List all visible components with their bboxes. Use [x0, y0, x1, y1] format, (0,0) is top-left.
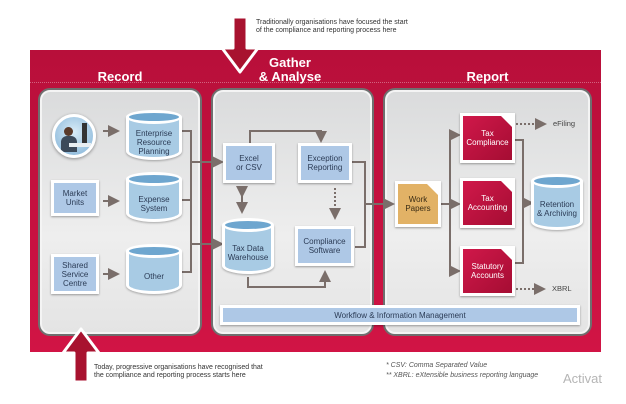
column-header-record: Record: [97, 69, 143, 84]
column-header-report: Report: [466, 69, 509, 84]
other-database: Other: [126, 244, 182, 294]
top-note-line2: of the compliance and reporting process …: [256, 27, 397, 34]
activation-watermark: Activat: [563, 371, 603, 386]
footnote-xbrl: ** XBRL: eXtensible business reporting l…: [386, 372, 539, 379]
xbrl-label: XBRL: [552, 284, 572, 293]
bottom-note-line1: Today, progressive organisations have re…: [94, 364, 263, 371]
gather-panel: [211, 88, 374, 336]
person-at-computer-icon: [52, 114, 96, 158]
gather-line2: & Analyse: [258, 69, 322, 84]
band-divider: [30, 82, 601, 84]
up-arrow-icon: [61, 327, 101, 384]
bottom-note-line2: the compliance and reporting process sta…: [94, 372, 246, 379]
retention-archiving-database: Retention& Archiving: [531, 174, 583, 230]
footnotes: * CSV: Comma Separated Value ** XBRL: eX…: [386, 361, 538, 381]
bottom-note: Today, progressive organisations have re…: [94, 364, 263, 380]
top-note-line1: Traditionally organisations have focused…: [256, 19, 408, 26]
workflow-bar: Workflow & Information Management: [220, 305, 580, 325]
gather-line1: Gather: [269, 55, 311, 70]
down-arrow-icon: [220, 15, 260, 74]
efiling-label: eFiling: [553, 119, 576, 128]
top-note: Traditionally organisations have focused…: [256, 19, 408, 35]
column-header-gather: Gather & Analyse: [230, 56, 350, 90]
footnote-csv: * CSV: Comma Separated Value: [386, 362, 488, 369]
